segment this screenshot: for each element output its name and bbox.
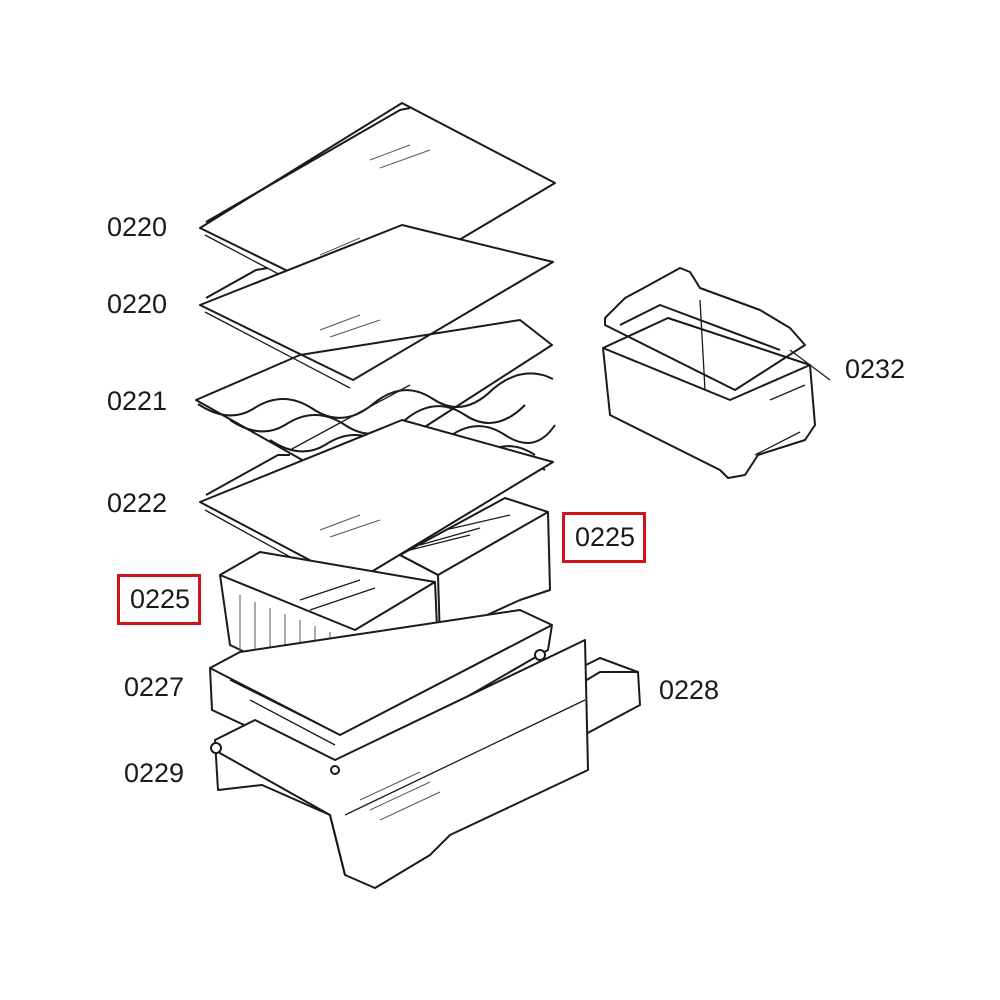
label-0227: 0227 [124,672,185,702]
label-0222: 0222 [107,488,168,518]
drawer-cover-plate [209,609,553,771]
crisper-drawer-right [399,497,551,641]
label-0220-second: 0220 [107,289,168,319]
label-0225-right-highlighted: 0225 [562,512,647,563]
label-0229: 0229 [124,758,185,788]
label-0228: 0228 [659,675,720,705]
base-tray [210,639,589,889]
label-0225-left-highlighted: 0225 [117,574,202,625]
label-0221: 0221 [107,386,168,416]
storage-box [602,267,831,479]
label-0220-top: 0220 [107,212,168,242]
label-0232: 0232 [845,354,906,384]
